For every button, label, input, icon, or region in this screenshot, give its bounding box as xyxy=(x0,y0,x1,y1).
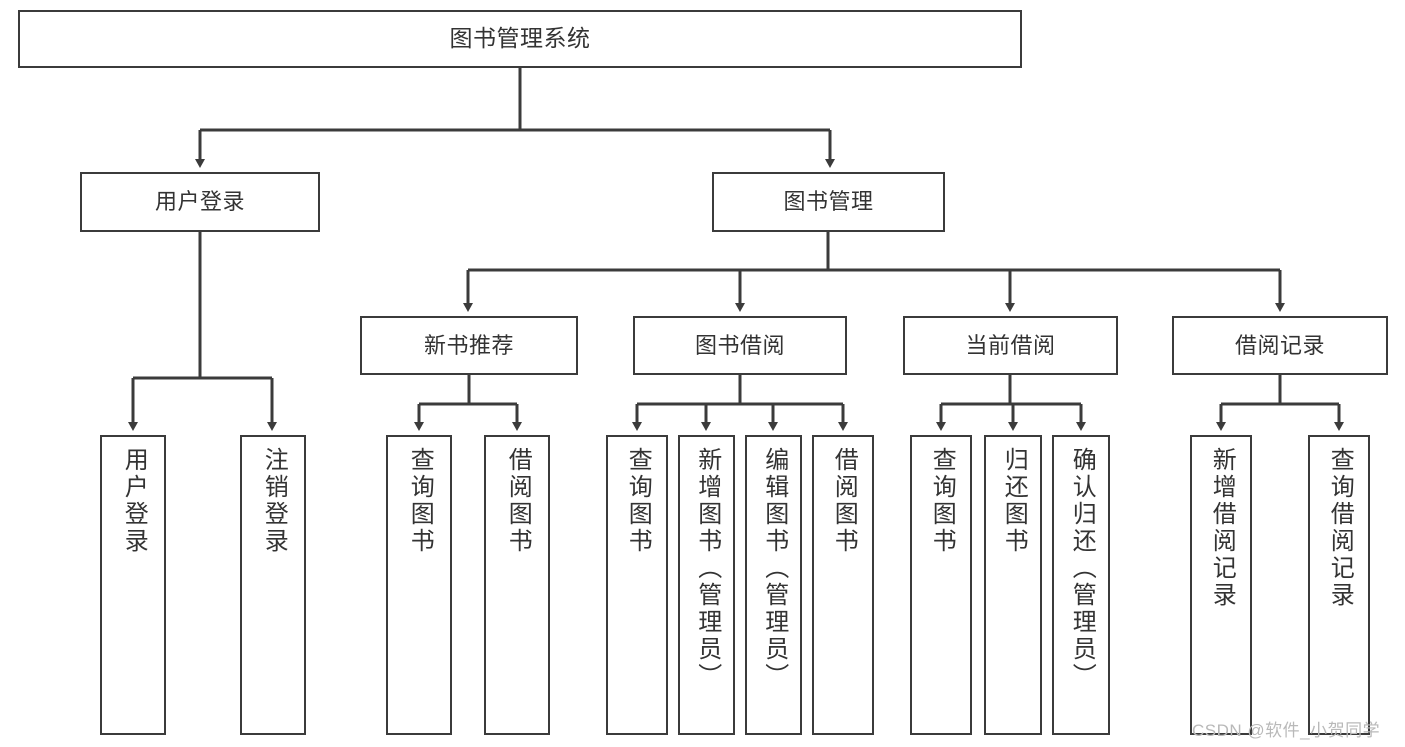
node-label: 借阅图书 xyxy=(504,447,532,555)
node-label: 编辑图书（管理员） xyxy=(760,447,788,690)
node-label: 查询借阅记录 xyxy=(1326,447,1354,609)
node-leaf-add-book[interactable]: 新增图书（管理员） xyxy=(678,435,735,735)
node-user-login[interactable]: 用户登录 xyxy=(80,172,320,232)
node-label: 用户登录 xyxy=(120,447,148,555)
node-root-system[interactable]: 图书管理系统 xyxy=(18,10,1022,68)
node-label: 查询图书 xyxy=(624,447,652,555)
node-leaf-user-logout[interactable]: 注销登录 xyxy=(240,435,306,735)
node-leaf-query-record[interactable]: 查询借阅记录 xyxy=(1308,435,1370,735)
node-leaf-query-book-2[interactable]: 查询图书 xyxy=(606,435,668,735)
node-book-manage[interactable]: 图书管理 xyxy=(712,172,945,232)
node-book-borrow[interactable]: 图书借阅 xyxy=(633,316,847,375)
node-label: 借阅记录 xyxy=(1234,332,1325,358)
node-label: 借阅图书 xyxy=(830,447,858,555)
node-current-borrow[interactable]: 当前借阅 xyxy=(903,316,1118,375)
node-borrow-record[interactable]: 借阅记录 xyxy=(1172,316,1388,375)
node-new-book-rec[interactable]: 新书推荐 xyxy=(360,316,578,375)
node-leaf-confirm-return[interactable]: 确认归还（管理员） xyxy=(1052,435,1110,735)
node-leaf-query-book-1[interactable]: 查询图书 xyxy=(386,435,452,735)
node-label: 新增图书（管理员） xyxy=(693,447,721,690)
node-label: 当前借阅 xyxy=(965,332,1056,358)
node-label: 图书管理 xyxy=(783,189,874,215)
node-label: 注销登录 xyxy=(260,447,288,555)
node-leaf-query-book-3[interactable]: 查询图书 xyxy=(910,435,972,735)
node-label: 用户登录 xyxy=(154,189,245,215)
csdn-watermark: CSDN @软件_小贺同学 xyxy=(1192,721,1381,740)
node-label: 查询图书 xyxy=(406,447,434,555)
node-label: 归还图书 xyxy=(1000,447,1028,555)
node-leaf-borrow-book-2[interactable]: 借阅图书 xyxy=(812,435,874,735)
node-label: 新书推荐 xyxy=(423,332,514,358)
node-leaf-user-login[interactable]: 用户登录 xyxy=(100,435,166,735)
node-label: 查询图书 xyxy=(928,447,956,555)
node-leaf-edit-book[interactable]: 编辑图书（管理员） xyxy=(745,435,802,735)
node-label: 图书管理系统 xyxy=(449,25,591,52)
node-label: 图书借阅 xyxy=(694,332,785,358)
node-leaf-return-book[interactable]: 归还图书 xyxy=(984,435,1042,735)
node-leaf-add-record[interactable]: 新增借阅记录 xyxy=(1190,435,1252,735)
node-leaf-borrow-book-1[interactable]: 借阅图书 xyxy=(484,435,550,735)
node-label: 新增借阅记录 xyxy=(1208,447,1236,609)
node-label: 确认归还（管理员） xyxy=(1068,447,1096,690)
